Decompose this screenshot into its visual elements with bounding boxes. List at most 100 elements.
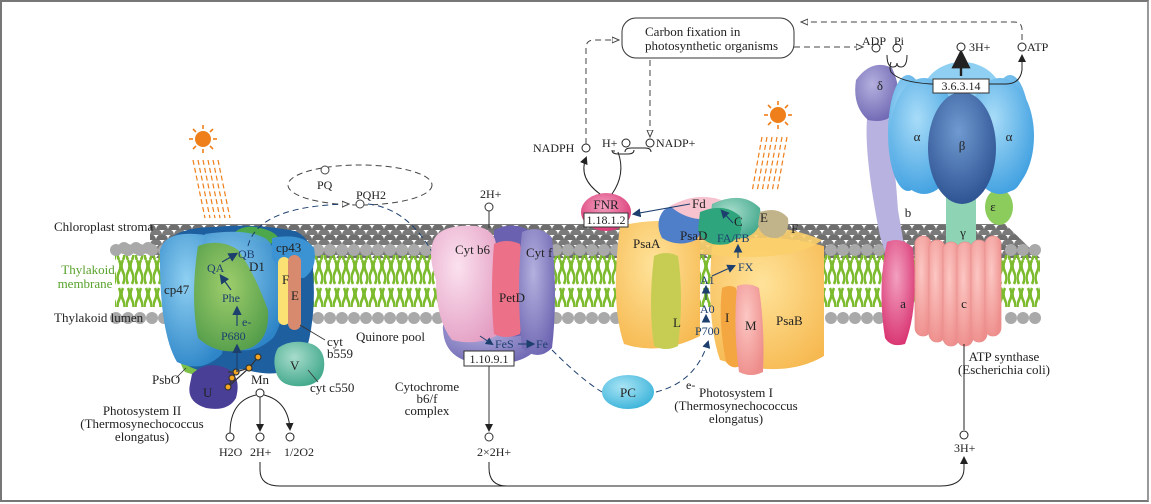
psad-label: PsaD [680,228,707,243]
adp-label: ADP [862,34,886,48]
o2-node[interactable] [285,432,295,442]
atp-reaction-lines [886,49,1026,85]
adp-node[interactable] [871,43,881,53]
lipid-head [384,244,396,256]
pqh2-node[interactable] [355,199,365,209]
atp-synthase-title-line2: (Escherichia coli) [958,362,1050,377]
photosystem-i[interactable]: PsaA PsaD C E F L I M PsaB Fd FA/FB FX A… [615,196,824,426]
pq-label: PQ [317,178,333,192]
lipid-head [372,244,384,256]
lipid-head [384,312,396,324]
u-subunit[interactable] [189,365,238,409]
m-label: M [745,318,757,333]
cyt-f-label: Cyt f [526,245,553,260]
delta-subunit[interactable] [855,64,899,121]
cyt-b6-label: Cyt b6 [455,242,491,257]
a-subunit[interactable] [881,240,915,346]
lipid-head [336,312,348,324]
sun-icon-psii [189,125,217,153]
epsilon-label: ε [990,199,996,214]
cyt-b6f-title-line1: Cytochrome [395,379,459,394]
pc-protein[interactable] [602,375,654,409]
m-subunit[interactable] [735,284,764,375]
qa-label: QA [207,261,225,275]
pqh2-label: PQH2 [356,188,386,202]
h-plus-atp-bottom-label: 3H+ [954,441,976,455]
carbon-fixation-line2: photosynthetic organisms [645,38,778,53]
h-plus-atp-top-node[interactable] [956,42,966,52]
psii-electron-path [219,252,242,372]
nadph-node[interactable] [581,143,591,153]
c-ring[interactable] [914,235,1002,347]
mn-cluster-icon [224,353,262,391]
l-subunit[interactable] [651,253,681,349]
plastocyanin[interactable]: PC e- [551,340,711,409]
carbon-fixation-links [585,22,1023,144]
psab-label: PsaB [776,313,803,328]
h-plus-atp-bottom-node[interactable] [959,430,969,440]
pq-node[interactable] [320,165,330,175]
pi-node[interactable] [892,43,902,53]
nadp-plus-label: NADP+ [656,136,696,150]
lipid-head [861,312,873,324]
cyt-b559-label-line1: cyt [327,334,343,349]
carbon-fixation-box[interactable] [621,17,795,59]
fe-to-pc-path [551,349,603,393]
nadp-plus-node[interactable] [645,138,655,148]
lipid-head [598,312,610,324]
ec-3-6-3-14-box[interactable] [932,78,990,94]
h2o-node[interactable] [225,432,235,442]
h-plus-fnr-node[interactable] [621,138,631,148]
photosystem-ii[interactable]: cp47 D1 cp43 F E V U PsbO QB QA Phe e- P… [80,225,354,444]
lipid-head [122,312,134,324]
mn-node[interactable] [255,388,265,398]
l-label: L [673,315,681,330]
lumen-label: Thylakoid lumen [54,310,144,325]
petd-subunit[interactable] [492,241,524,337]
cyt-h-in-label: 2H+ [480,187,502,201]
lipid-head [562,244,574,256]
p680-label: P680 [221,329,246,343]
h-plus-psii-node[interactable] [255,432,265,442]
lipid-head [396,312,408,324]
atp-proton-line [959,344,969,440]
nadph-label: NADPH [533,141,575,155]
lipid-head [849,244,861,256]
h-plus-out-node[interactable] [484,432,494,442]
fnr-enzyme[interactable]: FNR 1.18.1.2 [581,193,631,231]
cyt-b6-subunit[interactable] [431,225,498,343]
h-plus-atp-top-label: 3H+ [969,40,991,54]
mn-label: Mn [251,372,270,387]
fd-label: Fd [692,196,706,211]
cyt-c550-leader [307,369,319,383]
cyt-b559-f-subunit[interactable] [278,257,290,325]
beta-label: β [959,138,966,153]
h-plus-in-node[interactable] [484,202,494,212]
atp-node[interactable] [1017,42,1027,52]
cytochrome-b6f-complex[interactable]: Cyt b6 PetD Cyt f FeS Fe 1.10.9.1 [431,225,555,367]
pq-cycle-ellipse [287,164,433,206]
lipid-head [348,312,360,324]
lipid-head [586,312,598,324]
carbon-fixation-pathway[interactable]: Carbon fixation in photosynthetic organi… [621,17,795,59]
cyt-b559-e-subunit[interactable] [288,255,301,330]
electron-label-psii: e- [242,315,251,329]
epsilon-subunit[interactable] [985,189,1013,225]
cyt-f-subunit[interactable] [519,229,555,355]
qb-label: QB [238,247,255,261]
f-label: F [282,272,289,287]
beta-subunit[interactable] [928,92,996,204]
b-subunit[interactable] [866,90,910,288]
c-subunit[interactable] [698,207,742,245]
cyt-b6f-title-line2: b6/f [417,391,439,406]
psaa-label: PsaA [633,236,661,251]
atp-synthase[interactable]: δ α β α b ε γ a c ADP Pi 3H+ ATP 3.6.3.1… [855,34,1050,377]
atp-label: ATP [1027,40,1049,54]
membrane-label-line2: membrane [58,276,113,291]
quinone-pool-label: Quinore pool [356,329,425,344]
f-subunit-psi[interactable] [758,210,789,238]
ec-1-10-9-1-label: 1.10.9.1 [470,352,509,366]
ec-1-18-1-2-box[interactable] [583,212,629,228]
